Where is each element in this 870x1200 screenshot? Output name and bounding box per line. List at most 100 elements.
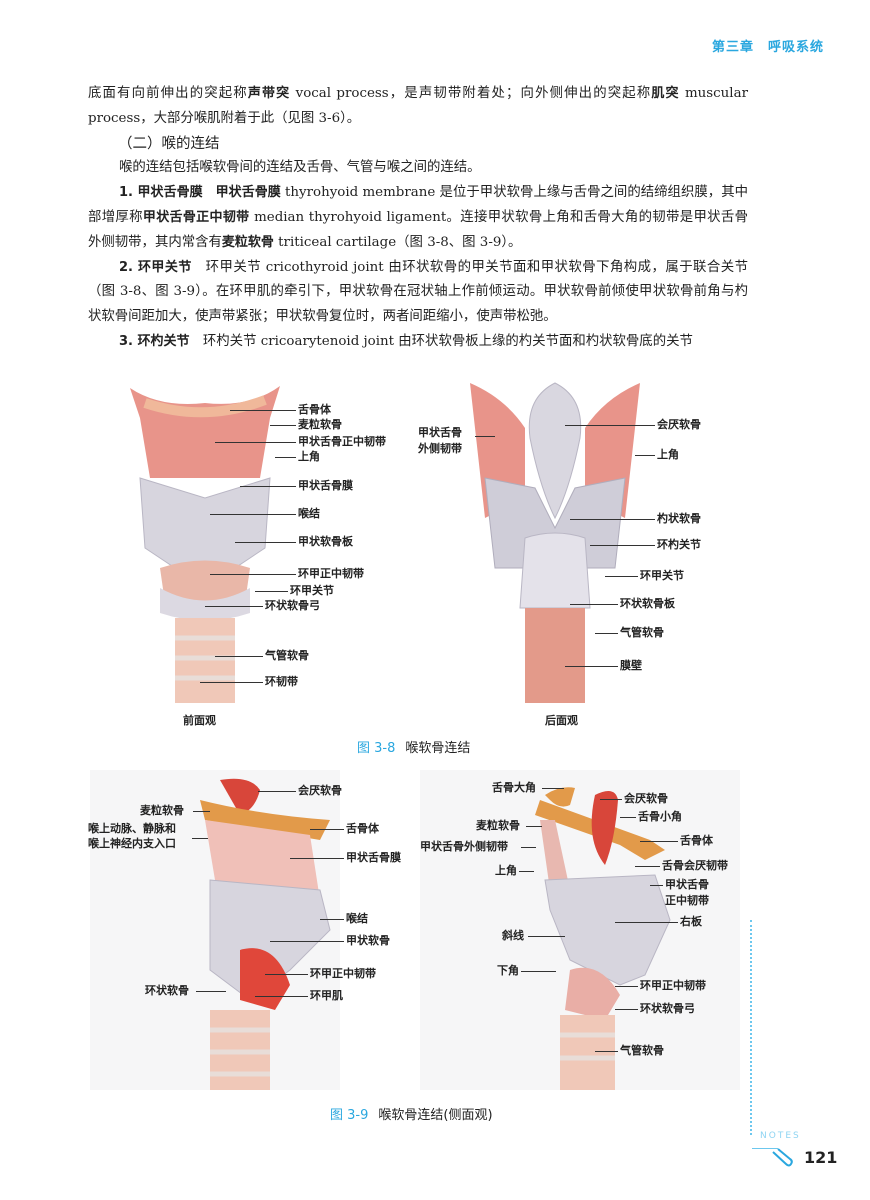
larynx-lateral-right-illustration [420,770,740,1090]
term: 1. 甲状舌骨膜 甲状舌骨膜 [119,185,281,201]
label: 甲状软骨板 [298,535,353,548]
leader-line [192,838,208,839]
label: 环甲肌 [310,989,343,1002]
leader-line [475,436,495,437]
label: 环状软骨弓 [265,599,320,612]
label: 喉上神经内支入口 [88,837,176,850]
label: 环状软骨 [145,984,189,997]
leader-line [570,604,618,605]
paragraph: 2. 环甲关节 环甲关节 cricothyroid joint 由环状软骨的甲关… [88,256,748,330]
leader-line [310,829,344,830]
figure-title: 喉软骨连结(侧面观) [378,1108,493,1123]
label: 环甲正中韧带 [310,967,376,980]
leader-line [215,442,296,443]
label: 舌骨体 [298,403,331,416]
front-view-caption: 前面观 [183,714,216,727]
body-text: 底面有向前伸出的突起称声带突 vocal process，是声韧带附着处；向外侧… [88,82,748,355]
label: 上角 [298,450,320,463]
leader-line [615,986,638,987]
label: 右板 [680,915,702,928]
notes-underline [752,1148,778,1149]
label: 甲状舌骨 [418,426,462,439]
page-number: 121 [804,1148,838,1167]
label: 喉结 [298,507,320,520]
leader-line [255,591,288,592]
leader-line [600,799,622,800]
label: 喉上动脉、静脉和 [88,822,176,835]
label: 甲状舌骨外侧韧带 [420,840,508,853]
larynx-front-illustration [130,386,280,703]
label: 舌骨大角 [492,781,536,794]
text: 底面有向前伸出的突起称 [88,86,248,101]
leader-line [528,936,565,937]
leader-line [521,971,556,972]
paragraph: 3. 环杓关节 环杓关节 cricoarytenoid joint 由环状软骨板… [88,330,748,355]
leader-line [205,606,263,607]
figure-3-8-caption: 图 3-8 喉软骨连结 [357,737,470,756]
leader-line [521,847,536,848]
label: 环甲正中韧带 [298,567,364,580]
leader-line [519,871,534,872]
term: 甲状舌骨正中韧带 [142,209,250,225]
paragraph: 喉的连结包括喉软骨间的连结及舌骨、气管与喉之间的连结。 [88,156,748,181]
leader-line [215,656,263,657]
leader-line [270,941,344,942]
figure-number: 图 3-8 [357,741,396,756]
leader-line [200,682,263,683]
label: 麦粒软骨 [298,418,342,431]
leader-line [275,457,296,458]
paperclip-icon [772,1148,793,1167]
leader-line [605,576,638,577]
leader-line [196,991,226,992]
term: 麦粒软骨 [221,234,274,250]
label: 下角 [497,964,519,977]
label: 甲状舌骨膜 [298,479,353,492]
label: 杓状软骨 [657,512,701,525]
label: 上角 [657,448,679,461]
label: 上角 [495,864,517,877]
leader-line [265,974,308,975]
label: 环状软骨弓 [640,1002,695,1015]
leader-line [193,811,210,812]
leader-line [590,545,655,546]
figure-number: 图 3-9 [330,1108,369,1123]
back-view-caption: 后面观 [545,714,578,727]
leader-line [542,788,564,789]
figure-title: 喉软骨连结 [405,741,471,756]
figure-3-9-caption: 图 3-9 喉软骨连结(侧面观) [330,1104,493,1123]
term: 2. 环甲关节 [119,259,192,275]
leader-line [615,922,678,923]
leader-line [210,574,296,575]
label: 外侧韧带 [418,442,462,455]
leader-line [640,841,678,842]
leader-line [230,410,296,411]
leader-line [595,1051,618,1052]
notes-label: NOTES [760,1131,801,1141]
label: 环甲关节 [640,569,684,582]
leader-line [635,455,655,456]
text: triticeal cartilage（图 3-8、图 3-9）。 [273,234,522,250]
leader-line [650,885,663,886]
leader-line [615,1009,638,1010]
leader-line [320,919,344,920]
label: 环杓关节 [657,538,701,551]
margin-divider [750,920,752,1135]
text: vocal process，是声韧带附着处；向外侧伸出的突起称 [290,86,652,101]
label: 舌骨小角 [638,810,682,823]
leader-line [565,666,618,667]
larynx-lateral-left-illustration [90,770,340,1090]
label: 环甲正中韧带 [640,979,706,992]
label: 甲状软骨 [346,934,390,947]
label: 喉结 [346,912,368,925]
text: thyrohyoid membrane 是位于甲状软骨上缘与舌骨之间的结缔组织膜… [88,185,748,225]
leader-line [258,791,296,792]
label: 正中韧带 [665,894,709,907]
leader-line [235,542,296,543]
paragraph: 底面有向前伸出的突起称声带突 vocal process，是声韧带附着处；向外侧… [88,82,748,132]
label: 会厌软骨 [657,418,701,431]
label: 气管软骨 [620,626,664,639]
leader-line [570,519,655,520]
label: 会厌软骨 [298,784,342,797]
text: 喉的连结包括喉软骨间的连结及舌骨、气管与喉之间的连结。 [119,160,481,176]
text: median thyrohyoid ligament。连接甲状软骨上角和舌骨大角… [88,209,748,250]
